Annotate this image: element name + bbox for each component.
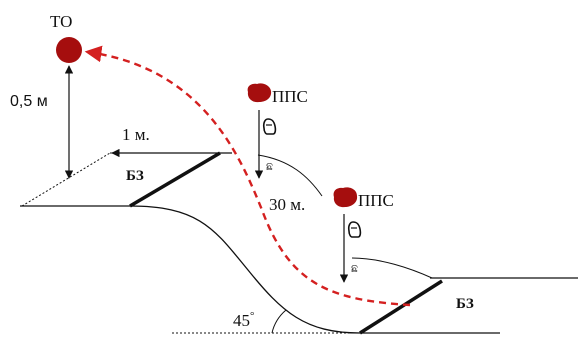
trajectory-dashed (84, 45, 411, 307)
label-bz-top: БЗ (126, 168, 144, 184)
red-circle-icon (56, 37, 82, 63)
label-30m: 30 м. (269, 195, 305, 214)
label-angle: 45° (233, 310, 254, 330)
label-to: ТО (50, 12, 72, 31)
wave-glyph: ଛ (351, 263, 358, 275)
bz-bottom-line (359, 279, 443, 335)
person-icon (262, 118, 277, 135)
terrain-profile (20, 205, 500, 334)
red-blob-icon (333, 187, 358, 208)
label-bz-bottom: БЗ (456, 296, 474, 312)
person-icon (347, 221, 362, 238)
upper-slope-curve (257, 154, 323, 197)
label-1m: 1 м. (122, 125, 150, 144)
upper-dashed-line (21, 152, 111, 207)
label-height: 0,5 м (10, 93, 48, 110)
red-blob-icon (247, 83, 272, 103)
wave-glyph: ଛ (266, 161, 273, 173)
label-pps-lower: ППС (358, 191, 394, 210)
label-pps-upper: ППС (272, 87, 308, 106)
lower-slope-curve (351, 257, 433, 279)
angle-arc (271, 309, 287, 334)
bz-top-line (129, 151, 221, 208)
